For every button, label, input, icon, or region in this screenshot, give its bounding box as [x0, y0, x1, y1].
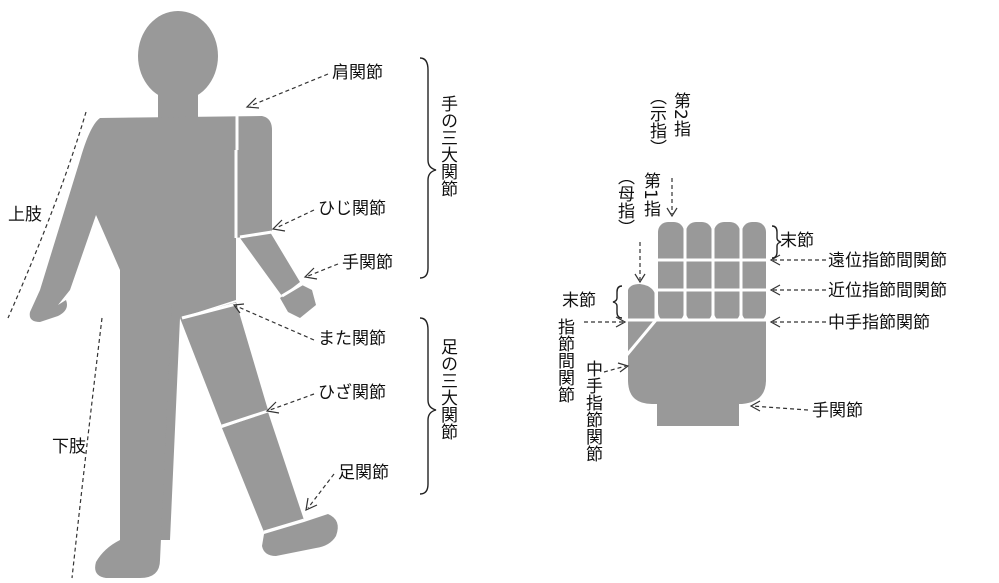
- distal-phalanx-left-label: 末節: [562, 291, 596, 311]
- foot: [262, 514, 338, 556]
- body-braces: [419, 57, 437, 495]
- finger2-sub-label: （示指）: [646, 88, 667, 156]
- hand-leaders: [584, 178, 826, 412]
- finger1-sub-label: （母指）: [614, 168, 635, 236]
- pip-label: 近位指節間関節: [828, 281, 947, 301]
- wrist-label: 手関節: [342, 253, 393, 273]
- hand-diagram: [624, 222, 768, 426]
- wrist-block: [657, 404, 739, 426]
- leg-group-label: 足の三大関節: [437, 338, 458, 440]
- finger-little: [742, 222, 766, 322]
- fingers: [658, 222, 766, 322]
- body-leaders: [7, 73, 339, 579]
- mcp-label: 中手指節関節: [828, 313, 930, 333]
- dip-label: 遠位指節間関節: [828, 251, 947, 271]
- hip-label: また関節: [318, 329, 386, 349]
- body-silhouette: [29, 11, 338, 578]
- wrist-seam: [281, 282, 303, 298]
- elbow-seam: [239, 230, 273, 239]
- neck: [158, 90, 198, 118]
- ankle-label: 足関節: [338, 463, 389, 483]
- hand-labels: 第2指 （示指） 第1指 （母指） 末節 遠位指節間関節 近位指節間関節 中手指…: [554, 88, 947, 462]
- finger-middle: [686, 222, 712, 322]
- finger-index: [658, 222, 684, 322]
- knee-seam: [221, 409, 269, 428]
- hip-seam: [181, 302, 237, 320]
- lower-limb-label: 下肢: [52, 437, 86, 457]
- distal-phalanx-right-label: 末節: [780, 231, 814, 251]
- forearm: [240, 232, 300, 296]
- ip-label: 指節間関節: [554, 318, 575, 403]
- shoulder-label: 肩関節: [332, 63, 383, 83]
- hand-wrist-label: 手関節: [812, 401, 863, 421]
- hand-seams: [624, 222, 768, 357]
- body-labels: 肩関節 ひじ関節 手関節 また関節 ひざ関節 足関節 上肢 下肢 手の三大関節 …: [8, 63, 458, 483]
- head: [138, 11, 218, 101]
- palm: [628, 320, 766, 404]
- finger1-label: 第1指: [640, 172, 661, 218]
- leg-shin: [222, 412, 304, 532]
- thumb: [628, 284, 656, 322]
- knee-label: ひざ関節: [318, 382, 386, 403]
- ankle-seam: [263, 518, 305, 534]
- back-leg: [95, 300, 172, 578]
- upper-limb-label: 上肢: [8, 205, 42, 225]
- arm-group-label: 手の三大関節: [437, 95, 458, 197]
- elbow-label: ひじ関節: [318, 199, 386, 219]
- finger-ring: [714, 222, 740, 322]
- leg-thigh: [180, 302, 268, 426]
- finger2-label: 第2指: [670, 92, 691, 138]
- thumb-mcp-label: 中手指節関節: [582, 360, 603, 462]
